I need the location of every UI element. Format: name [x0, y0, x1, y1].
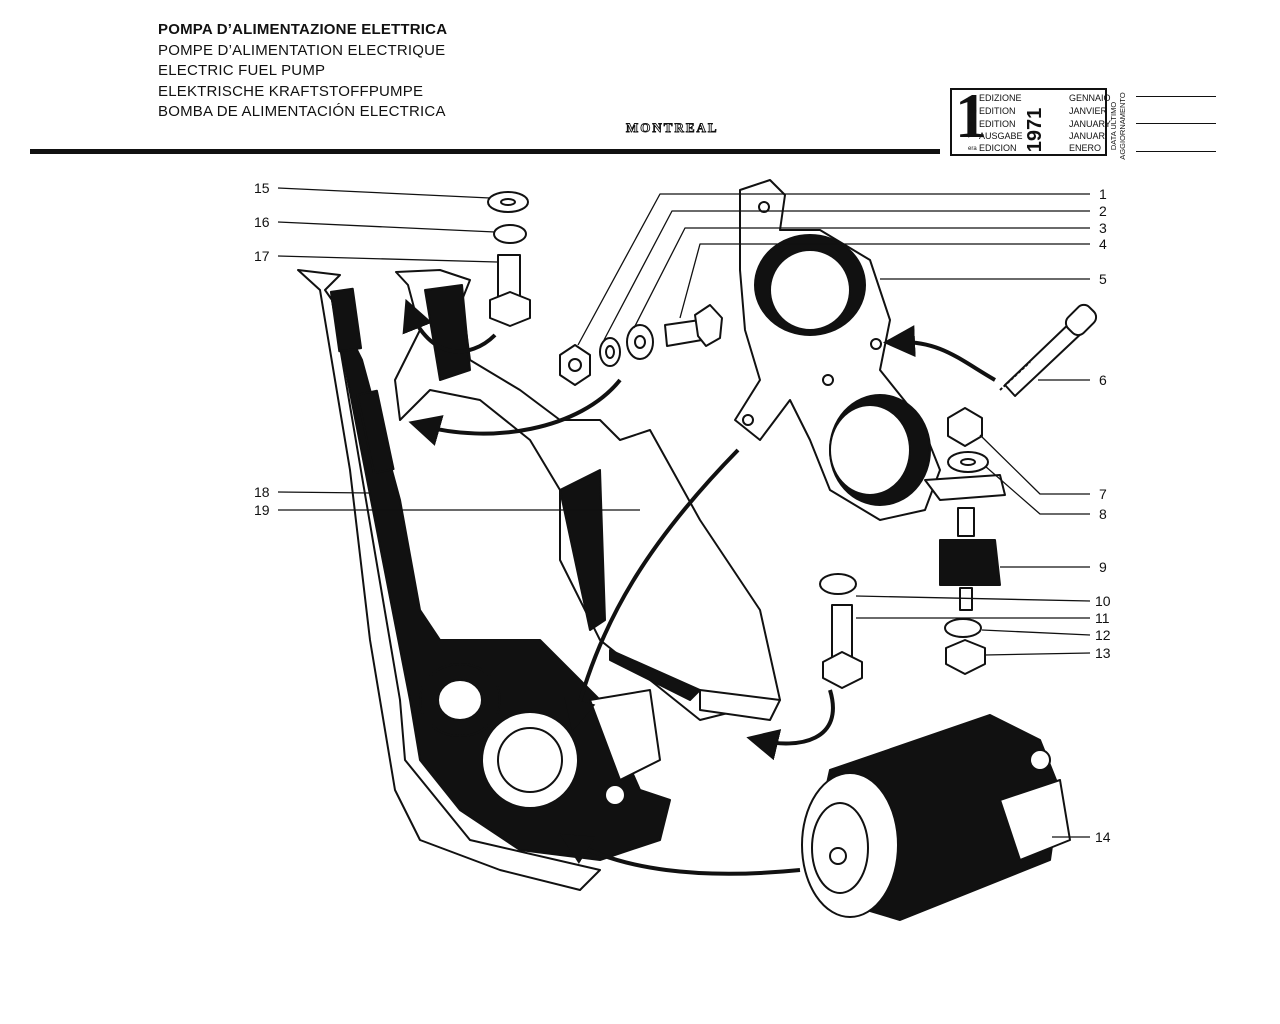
callout-1: 1	[1099, 186, 1107, 202]
title-block: POMPA D’ALIMENTAZIONE ELETTRICA POMPE D’…	[158, 20, 447, 123]
callout-4: 4	[1099, 236, 1107, 252]
nut-washer-bolt-set	[559, 304, 723, 386]
callout-11: 11	[1095, 610, 1110, 626]
edition-month: GENNAIO	[1069, 93, 1111, 103]
edition-label: EDITION	[979, 119, 1016, 129]
electric-fuel-pump	[801, 714, 1071, 921]
update-line	[1136, 151, 1216, 152]
montreal-logo: MONTREAL	[626, 120, 719, 136]
callout-6: 6	[1099, 372, 1107, 388]
header-rule	[30, 149, 940, 154]
callout-8: 8	[1099, 506, 1107, 522]
callout-12: 12	[1095, 627, 1111, 643]
callout-labels: 15 16 17 18 19 1 2 3 4 5 6 7 8 9 10 11 1…	[254, 180, 1111, 845]
callout-2: 2	[1099, 203, 1107, 219]
mounted-pump-body	[419, 663, 661, 809]
callout-19: 19	[254, 502, 270, 518]
long-bolt	[999, 303, 1098, 397]
title-italian: POMPA D’ALIMENTAZIONE ELETTRICA	[158, 21, 448, 38]
edition-month: JANVIER	[1069, 106, 1108, 116]
edition-label: AUSGABE	[979, 131, 1023, 141]
callout-17: 17	[254, 248, 270, 264]
edition-number: 1	[955, 80, 987, 151]
edition-month: ENERO	[1069, 143, 1102, 153]
edition-month: JANUARY	[1069, 119, 1111, 129]
callout-13: 13	[1095, 645, 1111, 661]
edition-suffix: st	[968, 122, 973, 128]
callout-10: 10	[1095, 593, 1111, 609]
callout-14: 14	[1095, 829, 1111, 845]
callout-5: 5	[1099, 271, 1107, 287]
leader-lines	[277, 187, 1091, 838]
edition-suffix: era	[968, 146, 977, 152]
update-line	[1136, 96, 1216, 97]
callout-16: 16	[254, 214, 270, 230]
callout-9: 9	[1099, 559, 1107, 575]
title-french: POMPE D’ALIMENTATION ELECTRIQUE	[158, 41, 446, 59]
edition-label: EDITION	[979, 106, 1016, 116]
assembly-arrows	[402, 298, 996, 876]
callout-18: 18	[254, 484, 270, 500]
title-spanish: BOMBA DE ALIMENTACIÓN ELECTRICA	[158, 103, 446, 120]
edition-month: JANUAR	[1069, 131, 1106, 141]
edition-suffix: .	[968, 134, 970, 140]
edition-suffix: a	[968, 96, 972, 102]
double-clamp	[734, 179, 1006, 521]
update-line	[1136, 123, 1216, 124]
edition-suffix: ere	[968, 109, 977, 115]
edition-label: EDICION	[979, 143, 1017, 153]
title-english: ELECTRIC FUEL PUMP	[158, 62, 326, 79]
edition-stamp: 1 a ere st . era EDIZIONE EDITION EDITIO…	[950, 84, 1111, 156]
title-german: ELEKTRISCHE KRAFTSTOFFPUMPE	[158, 82, 424, 100]
callout-15: 15	[254, 180, 270, 196]
rubber-mount	[939, 507, 1001, 611]
callout-7: 7	[1099, 486, 1107, 502]
edition-label: EDIZIONE	[979, 93, 1022, 103]
top-fasteners	[487, 191, 531, 327]
lower-fasteners	[819, 573, 986, 689]
callout-3: 3	[1099, 220, 1107, 236]
clamp-nut-washer	[947, 407, 989, 473]
